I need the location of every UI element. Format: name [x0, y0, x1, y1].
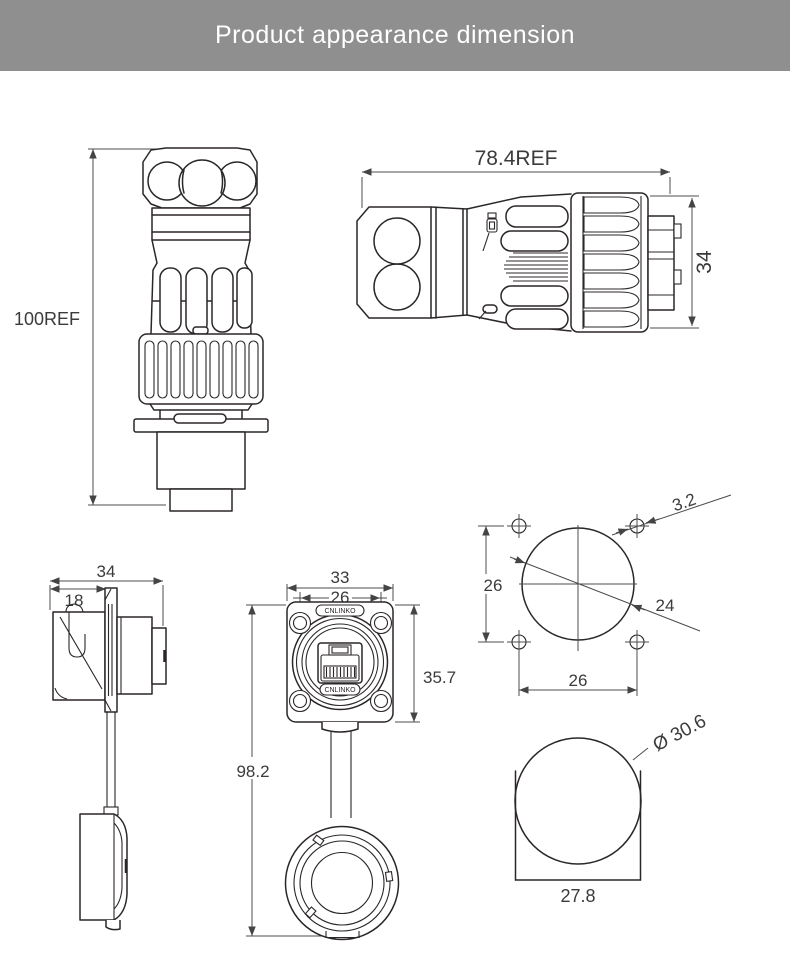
plug-spring-lines — [504, 252, 568, 282]
dim-cap-width: 27.8 — [560, 886, 595, 906]
dim-cutout-hole: 3.2 — [670, 490, 699, 516]
title-bar: Product appearance dimension — [0, 0, 790, 71]
dim-flange-width: 33 — [331, 568, 350, 587]
brand-badge-bottom — [319, 683, 361, 696]
flange-screw-holes — [288, 611, 393, 713]
dim-total-length: 98.2 — [236, 762, 269, 781]
cutout-screw-holes — [507, 514, 649, 654]
plug-knurl-ribs — [144, 340, 259, 399]
dim-cutout-vertical: 26 — [484, 576, 503, 595]
rj45-jack — [317, 642, 363, 684]
view-plug-vertical: 100REF — [14, 147, 269, 512]
view-panel-cutout: 26 26 3.2 24 — [478, 490, 732, 696]
plug-ring-ribs — [583, 196, 640, 328]
dim-plug-height: 100REF — [14, 309, 80, 329]
view-plug-horizontal: 78.4REF 34 — [356, 147, 716, 333]
dim-cutout-bore: 24 — [656, 596, 675, 615]
dim-socket-width: 34 — [97, 562, 116, 581]
view-socket-front: 33 26 35.7 98.2 CNLINKO — [232, 568, 456, 941]
dim-cutout-horizontal: 26 — [569, 671, 588, 690]
brand-text-bottom: CNLINKO — [324, 687, 356, 694]
view-cap-hole: Ø 30.6 27.8 — [514, 711, 710, 906]
page-title: Product appearance dimension — [214, 21, 576, 49]
dim-plug-length: 78.4REF — [475, 147, 558, 170]
dim-flange-height: 35.7 — [423, 668, 456, 687]
brand-text-top: CNLINKO — [324, 608, 356, 615]
brand-badge-top — [315, 604, 365, 617]
dim-plug-diameter: 34 — [693, 250, 716, 274]
dust-cap-front — [284, 825, 400, 941]
dim-cap-diameter: Ø 30.6 — [650, 711, 710, 756]
view-socket-side: 34 18 — [49, 562, 167, 931]
